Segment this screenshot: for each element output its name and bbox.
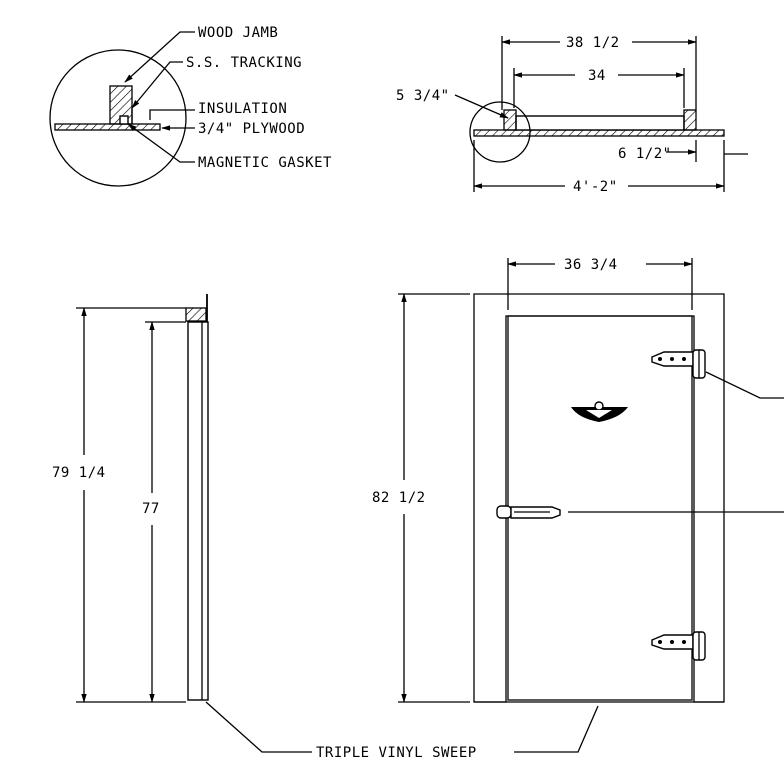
door-handle-icon [496,505,561,519]
side-header-jamb [185,307,207,322]
magnetic-gasket-leader [127,123,195,163]
dim-38-1-2: 38 1/2 [566,35,620,51]
plan-floor-plate [473,129,725,137]
plywood-label: 3/4" PLYWOOD [198,121,305,137]
front-elevation: 36 3/4 82 1/2 [372,257,784,703]
insulation-label: INSULATION [198,101,287,117]
side-elevation: 79 1/4 77 [52,294,209,703]
wood-jamb-leader [124,31,195,83]
dim-6-1-2: 6 1/2" [618,146,672,162]
side-door-slab [187,321,209,701]
plan-detail-circle [469,101,531,163]
plan-door-panel [515,115,685,131]
ss-tracking-label: S.S. TRACKING [186,55,302,71]
gasket-section [119,115,129,125]
sweep-leader-right [514,705,599,753]
magnetic-gasket-label: MAGNETIC GASKET [198,155,332,171]
dim-79-1-4: 79 1/4 [52,465,106,481]
jamb-detail: WOOD JAMB S.S. TRACKING INSULATION 3/4" … [49,25,332,187]
triple-vinyl-sweep-label: TRIPLE VINYL SWEEP [316,745,477,761]
logo-emblem-icon [571,401,628,422]
dim-4-2: 4'-2" [573,179,618,195]
detail-circle [49,49,187,187]
lower-hinge-icon [651,631,706,661]
plywood-section [54,123,161,131]
wood-jamb-label: WOOD JAMB [198,25,278,41]
hinge-leader [705,371,784,399]
dim-36-3-4: 36 3/4 [564,257,618,273]
sweep-leader-left [205,701,312,753]
sweep-callout: TRIPLE VINYL SWEEP [205,701,599,761]
plan-left-jamb [503,109,517,131]
upper-hinge-icon [651,349,706,379]
plan-view: 38 1/2 34 5 3/4" 6 1/2" 4'-2" [396,35,748,195]
dim-82-1-2: 82 1/2 [372,490,426,506]
insulation-leader [149,109,195,120]
dim-34: 34 [588,68,606,84]
ss-tracking-leader [131,61,183,109]
dim-77: 77 [142,501,160,517]
dim-5-3-4: 5 3/4" [396,88,450,104]
plan-right-jamb [683,109,697,131]
